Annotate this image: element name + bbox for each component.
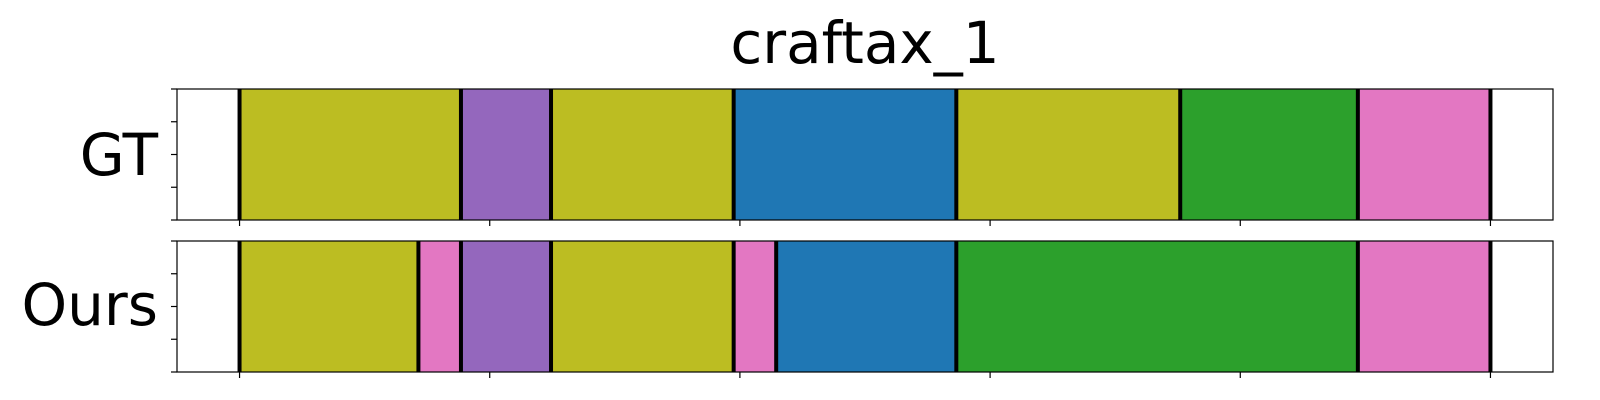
segment-0-4	[956, 89, 1181, 220]
row-1: Ours	[22, 240, 1554, 378]
chart-title: craftax_1	[730, 9, 999, 77]
row-label: Ours	[22, 271, 158, 339]
segment-1-1	[418, 241, 461, 372]
segment-0-3	[733, 89, 957, 220]
segment-0-0	[239, 89, 461, 220]
segment-0-6	[1357, 89, 1491, 220]
rows-layer: GT Ours	[22, 88, 1554, 378]
segment-1-3	[551, 241, 734, 372]
row-0: GT	[80, 88, 1554, 226]
segment-0-2	[551, 89, 734, 220]
segment-1-0	[239, 241, 419, 372]
segment-1-6	[956, 241, 1358, 372]
segment-1-4	[733, 241, 777, 372]
segment-1-5	[776, 241, 957, 372]
row-label: GT	[80, 121, 159, 189]
segment-0-1	[460, 89, 552, 220]
segment-1-7	[1357, 241, 1491, 372]
segment-0-5	[1180, 89, 1358, 220]
segment-1-2	[460, 241, 552, 372]
